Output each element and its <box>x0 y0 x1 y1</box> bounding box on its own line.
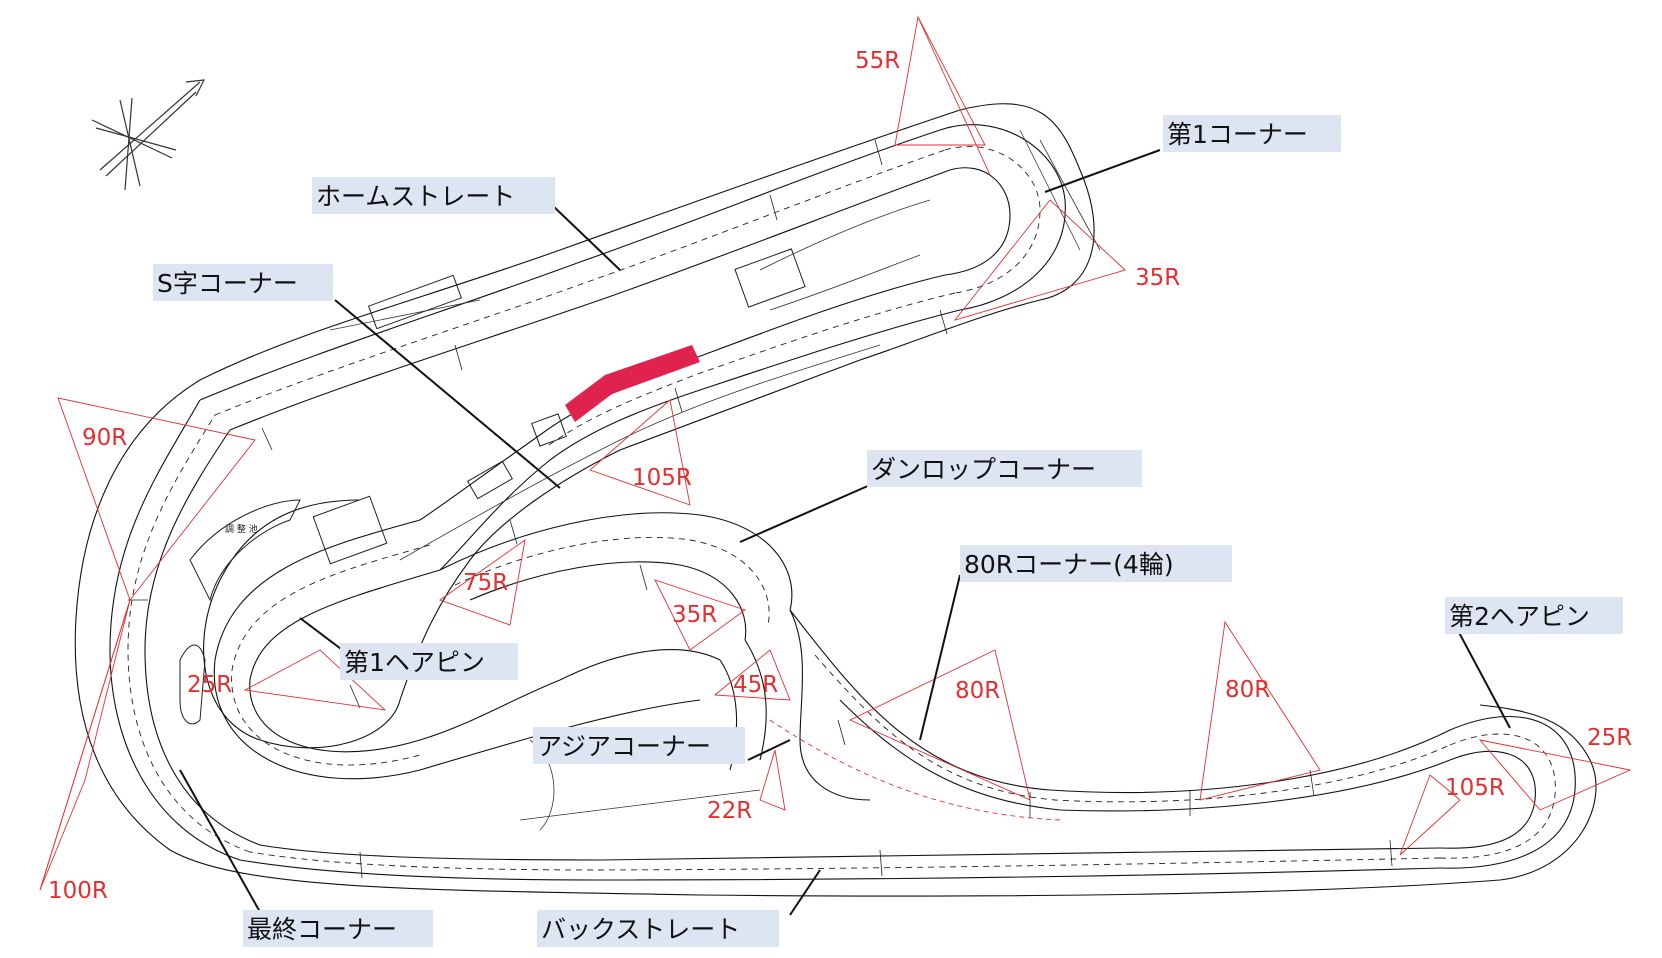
radius-label-90r: 90R <box>82 425 127 451</box>
label-asia-corner: アジアコーナー <box>537 732 711 761</box>
label-home-straight: ホームストレート <box>316 182 515 211</box>
radius-label-35r-corner1: 35R <box>1135 265 1180 291</box>
label-s-corner: S字コーナー <box>157 269 298 298</box>
label-dunlop-corner: ダンロップコーナー <box>871 455 1096 484</box>
pond-label: 調 整 池 <box>225 523 258 535</box>
radius-label-55r: 55R <box>855 48 900 74</box>
radius-label-25r-hairpin1: 25R <box>187 672 232 698</box>
radius-label-35r-dunlop: 35R <box>672 602 717 628</box>
label-80r-corner: 80Rコーナー(4輪) <box>964 550 1174 579</box>
north-arrow-icon <box>91 79 206 191</box>
survey-marks <box>128 139 1393 879</box>
radius-labels: 55R 35R 90R 105R 75R 35R 45R 25R 80R 80R… <box>48 48 1632 904</box>
structures <box>179 248 806 725</box>
radius-label-25r-hairpin2: 25R <box>1587 725 1632 751</box>
label-hairpin-2: 第2ヘアピン <box>1449 602 1590 631</box>
radius-label-80r-1: 80R <box>955 678 1000 704</box>
label-hairpin-1: 第1ヘアピン <box>344 648 485 677</box>
radius-label-100r: 100R <box>48 878 108 904</box>
track-outline <box>74 103 1597 897</box>
radius-label-105r-hairpin2: 105R <box>1445 775 1505 801</box>
label-corner-1: 第1コーナー <box>1167 120 1308 149</box>
radius-label-45r: 45R <box>733 672 778 698</box>
radius-label-75r: 75R <box>463 570 508 596</box>
label-back-straight: バックストレート <box>541 915 740 944</box>
radius-label-80r-2: 80R <box>1225 677 1270 703</box>
label-final-corner: 最終コーナー <box>247 915 397 944</box>
corner-labels: ホームストレート S字コーナー 第1コーナー ダンロップコーナー 80Rコーナー… <box>153 115 1623 947</box>
radius-label-105r-mid: 105R <box>632 465 692 491</box>
pit-building <box>565 345 700 422</box>
radius-label-22r: 22R <box>707 798 752 824</box>
radius-triangles <box>39 15 1632 891</box>
leader-lines <box>179 149 1511 916</box>
